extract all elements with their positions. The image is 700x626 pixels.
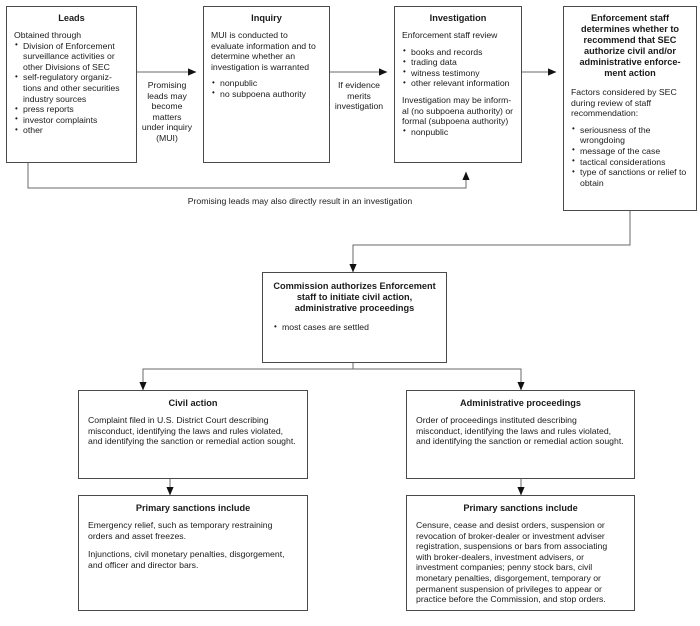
- node-civil-action-title: Civil action: [168, 398, 218, 408]
- list-item: press reports: [14, 104, 129, 115]
- node-inquiry[interactable]: Inquiry MUI is conducted to evaluate inf…: [203, 6, 330, 163]
- node-commission-title: Commission authorizes Enforcement staff …: [273, 281, 436, 313]
- node-admin-sanctions-title: Primary sanctions include: [463, 503, 578, 513]
- node-investigation[interactable]: Investigation Enforcement staff review b…: [394, 6, 522, 163]
- node-administrative-proceedings-title: Administrative proceedings: [460, 398, 581, 408]
- node-civil-action-body: Complaint filed in U.S. District Court d…: [88, 415, 296, 447]
- list-item: trading data: [402, 57, 514, 68]
- node-civil-action[interactable]: Civil action Complaint filed in U.S. Dis…: [78, 390, 308, 479]
- list-item: investor complaints: [14, 114, 129, 126]
- node-enforcement-staff-bullets: seriousness of the wrongdoing message of…: [571, 124, 689, 189]
- node-admin-sanctions-paragraph-1: Censure, cease and desist orders, suspen…: [416, 520, 608, 605]
- node-civil-sanctions-paragraph-2: Injunctions, civil monetary penalties, d…: [88, 549, 285, 570]
- node-enforcement-staff[interactable]: Enforcement staff determines whether to …: [563, 6, 697, 211]
- list-item: books and records: [402, 46, 514, 58]
- edge-label-leads-to-investigation: Promising leads may also directly result…: [187, 196, 413, 206]
- node-leads-intro: Obtained through: [14, 30, 82, 40]
- node-inquiry-title: Inquiry: [251, 13, 282, 23]
- list-item: witness testimony: [402, 67, 514, 79]
- wire-enforcement-to-commission: [349, 211, 631, 273]
- list-item: nonpublic: [211, 78, 322, 89]
- node-leads[interactable]: Leads Obtained through Division of Enfor…: [6, 6, 137, 163]
- list-item: message of the case: [571, 145, 689, 157]
- node-administrative-proceedings[interactable]: Administrative proceedings Order of proc…: [406, 390, 635, 479]
- list-item: self-regulatory organiz-tions and other …: [14, 72, 129, 104]
- node-inquiry-intro: MUI is conducted to evaluate information…: [211, 30, 316, 72]
- list-item: other relevant information: [402, 78, 514, 89]
- list-item: tactical considerations: [571, 156, 689, 168]
- node-civil-sanctions-title: Primary sanctions include: [135, 503, 251, 513]
- list-item: other: [14, 125, 129, 136]
- list-item: no subpoena authority: [211, 88, 322, 100]
- node-enforcement-staff-title: Enforcement staff determines whether to …: [579, 13, 681, 78]
- node-commission[interactable]: Commission authorizes Enforcement staff …: [262, 272, 447, 363]
- node-civil-sanctions[interactable]: Primary sanctions include Emergency reli…: [78, 495, 308, 611]
- wire-leads-to-investigation: [27, 163, 470, 189]
- node-administrative-proceedings-body: Order of proceedings instituted describi…: [416, 415, 624, 447]
- node-investigation-bullets: books and records trading data witness t…: [402, 46, 514, 89]
- edge-label-leads-to-inquiry: Promising leads may become matters under…: [141, 80, 193, 143]
- node-enforcement-staff-intro: Factors considered by SEC during review …: [571, 87, 677, 119]
- node-investigation-note-bullets: nonpublic: [402, 126, 514, 138]
- list-item: nonpublic: [402, 126, 514, 138]
- node-leads-title: Leads: [58, 13, 85, 23]
- edge-label-inquiry-to-investigation: If evidence merits investigation: [334, 80, 384, 112]
- list-item: seriousness of the wrongdoing: [571, 124, 689, 146]
- node-investigation-note: Investigation may be inform-al (no subpo…: [402, 94, 514, 127]
- node-inquiry-bullets: nonpublic no subpoena authority: [211, 78, 322, 99]
- node-commission-bullets: most cases are settled: [273, 322, 436, 333]
- list-item: most cases are settled: [273, 322, 436, 333]
- node-leads-bullets: Division of Enforcement surveillance act…: [14, 40, 129, 136]
- wire-commission-to-admin: [353, 368, 525, 391]
- list-item: type of sanctions or relief to obtain: [571, 167, 689, 188]
- node-investigation-title: Investigation: [429, 13, 487, 23]
- node-admin-sanctions[interactable]: Primary sanctions include Censure, cease…: [406, 495, 635, 611]
- wire-commission-to-civil: [139, 363, 354, 391]
- list-item: Division of Enforcement surveillance act…: [14, 40, 129, 73]
- node-civil-sanctions-paragraph-1: Emergency relief, such as temporary rest…: [88, 520, 273, 541]
- node-investigation-intro: Enforcement staff review: [402, 30, 498, 40]
